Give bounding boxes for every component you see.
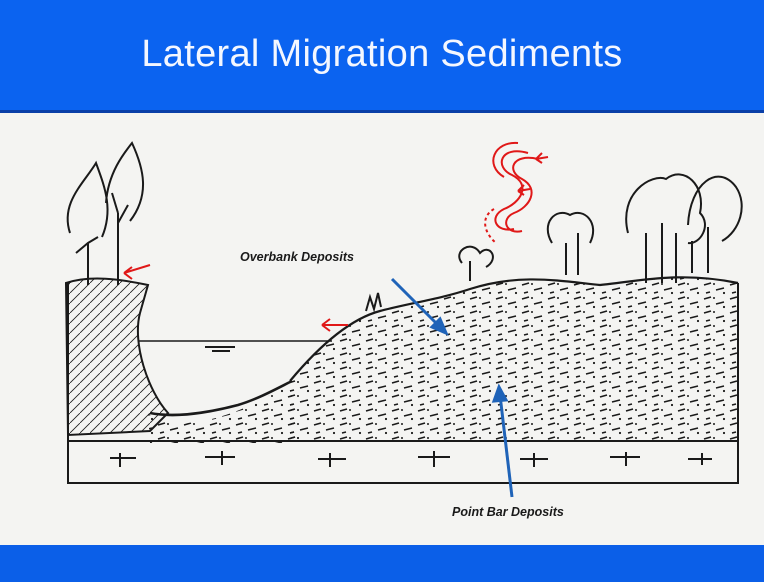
river-cross-section-diagram: Overbank Deposits Point Bar Deposits (0, 113, 764, 545)
river-water-surface (138, 341, 332, 351)
title-bar: Lateral Migration Sediments (0, 0, 764, 112)
channel-bed (148, 381, 300, 443)
slide-title: Lateral Migration Sediments (141, 33, 622, 76)
point-bar-deposit-body (290, 277, 738, 441)
bedrock-layer (68, 441, 738, 483)
red-arrow-left-bank (124, 265, 150, 279)
footer-bar (0, 545, 764, 582)
diagram-canvas: Overbank Deposits Point Bar Deposits (0, 113, 764, 545)
point-bar-deposits-label: Point Bar Deposits (452, 505, 564, 519)
overbank-deposits-label: Overbank Deposits (240, 250, 354, 264)
